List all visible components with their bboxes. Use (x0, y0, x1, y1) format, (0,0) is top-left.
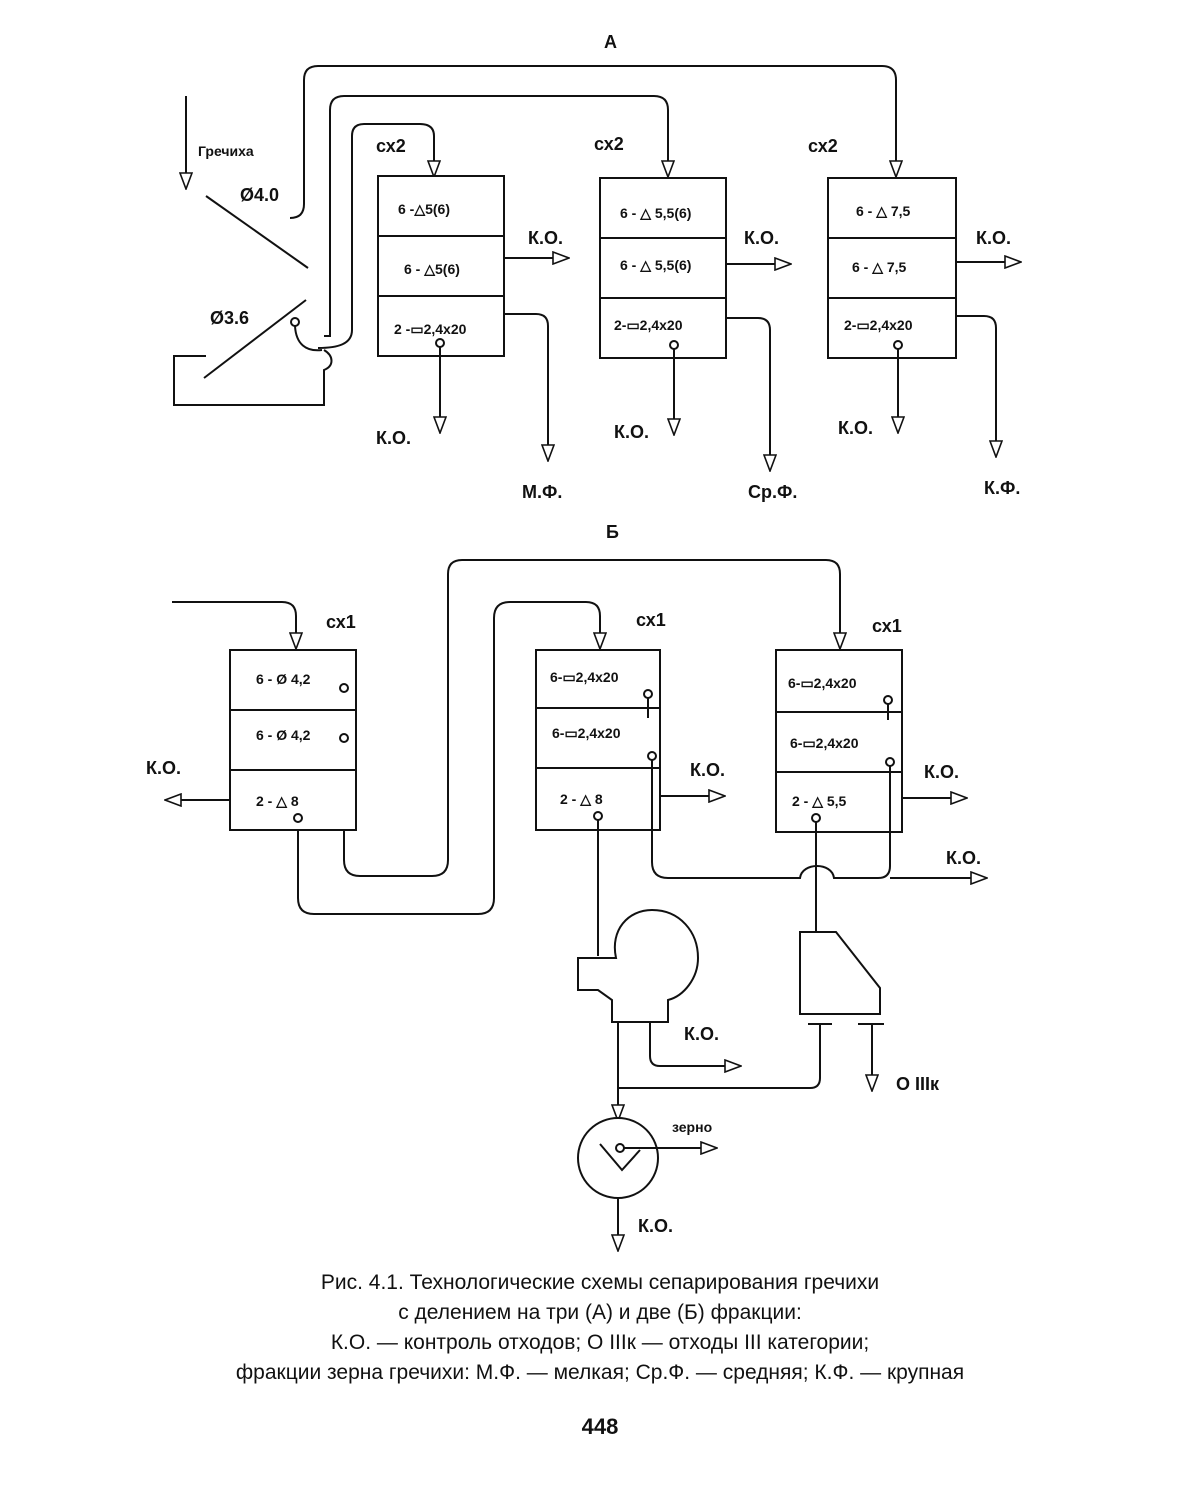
tier-3: 2 -▭2,4х20 (394, 321, 467, 337)
scalper-outlet-curve (295, 326, 322, 350)
trieur-out-label: К.О. (638, 1216, 673, 1236)
passes-label: сх1 (326, 612, 356, 632)
aspirator-out-label: К.О. (684, 1024, 719, 1044)
tier-3: 2 - △ 8 (256, 793, 299, 809)
passes-label: сх2 (808, 136, 838, 156)
caption-line-4: фракции зерна гречихи: М.Ф. — мелкая; Ср… (0, 1358, 1200, 1388)
bin-return-line (618, 1024, 820, 1088)
panel-a-title: А (604, 32, 617, 52)
tier-1: 6 - △ 7,5 (856, 203, 911, 219)
tier-2: 6 - Ø 4,2 (256, 727, 311, 743)
out-label: К.О. (924, 762, 959, 782)
caption-line-3: К.О. — контроль отходов; О IIIк — отходы… (0, 1328, 1200, 1358)
separator-b1: сх1 6 - Ø 4,2 6 - Ø 4,2 2 - △ 8 К.О. (146, 612, 356, 830)
tier-2: 6-▭2,4х20 (552, 725, 621, 741)
sieve-top (206, 196, 308, 268)
separator-a1: сх2 6 -△5(6) 6 - △5(6) 2 -▭2,4х20 К.О. К… (376, 136, 568, 502)
passes-label: сх2 (594, 134, 624, 154)
separator-a3: сх2 6 - △ 7,5 6 - △ 7,5 2-▭2,4х20 К.О. К… (808, 136, 1020, 498)
figure-caption: Рис. 4.1. Технологические схемы сепариро… (0, 1268, 1200, 1398)
passes-label: сх1 (636, 610, 666, 630)
tier-1: 6 -△5(6) (398, 201, 450, 217)
aspirator (578, 910, 698, 1022)
trieur (578, 1118, 658, 1198)
bottom-out-label: К.О. (376, 428, 411, 448)
separator-b2: сх1 6-▭2,4х20 6-▭2,4х20 2 - △ 8 К.О. (536, 610, 725, 830)
waste-out-label: О IIIк (896, 1074, 940, 1094)
flow-diagram: А Гречиха Ø4.0 Ø3.6 сх2 6 -△5(6) 6 - △5(… (0, 0, 1200, 1260)
waste-bin (800, 932, 880, 1014)
common-out-label: К.О. (946, 848, 981, 868)
page-number: 448 (0, 1414, 1200, 1440)
tier-2: 6 - △ 5,5(6) (620, 257, 691, 273)
separator-b3: сх1 6-▭2,4х20 6-▭2,4х20 2 - △ 5,5 К.О. (776, 616, 966, 832)
grain-out-label: зерно (672, 1119, 712, 1135)
side-out-label: К.О. (528, 228, 563, 248)
tier-3: 2-▭2,4х20 (844, 317, 913, 333)
tier-1: 6 - △ 5,5(6) (620, 205, 691, 221)
bottom-out-label: К.О. (614, 422, 649, 442)
side-out-label: К.О. (976, 228, 1011, 248)
scalper-hopper (174, 350, 332, 405)
bottom-out-label: К.О. (838, 418, 873, 438)
tier-2: 6 - △ 7,5 (852, 259, 907, 275)
fraction-arrow (726, 318, 770, 470)
tier-1: 6-▭2,4х20 (550, 669, 619, 685)
panel-b-title: Б (606, 522, 619, 542)
feed-line-b1 (172, 602, 296, 648)
sieve-bottom-label: Ø3.6 (210, 308, 249, 328)
tier-3: 2 - △ 8 (560, 791, 603, 807)
tier-2: 6-▭2,4х20 (790, 735, 859, 751)
out-label: К.О. (690, 760, 725, 780)
caption-line-1: Рис. 4.1. Технологические схемы сепариро… (0, 1268, 1200, 1298)
fraction-label: М.Ф. (522, 482, 562, 502)
side-out-label: К.О. (744, 228, 779, 248)
tier-1: 6-▭2,4х20 (788, 675, 857, 691)
scalper-outlet (291, 318, 299, 326)
fraction-label: Ср.Ф. (748, 482, 797, 502)
tier-2: 6 - △5(6) (404, 261, 460, 277)
passes-label: сх2 (376, 136, 406, 156)
tier-1: 6 - Ø 4,2 (256, 671, 311, 687)
passes-label: сх1 (872, 616, 902, 636)
fraction-arrow (504, 314, 548, 460)
sieve-top-label: Ø4.0 (240, 185, 279, 205)
input-label: Гречиха (198, 143, 254, 159)
fraction-arrow (956, 316, 996, 456)
fraction-label: К.Ф. (984, 478, 1020, 498)
tier-3: 2 - △ 5,5 (792, 793, 847, 809)
separator-a2: сх2 6 - △ 5,5(6) 6 - △ 5,5(6) 2-▭2,4х20 … (594, 134, 797, 502)
caption-line-2: с делением на три (А) и две (Б) фракции: (0, 1298, 1200, 1328)
out-label: К.О. (146, 758, 181, 778)
tier-3: 2-▭2,4х20 (614, 317, 683, 333)
